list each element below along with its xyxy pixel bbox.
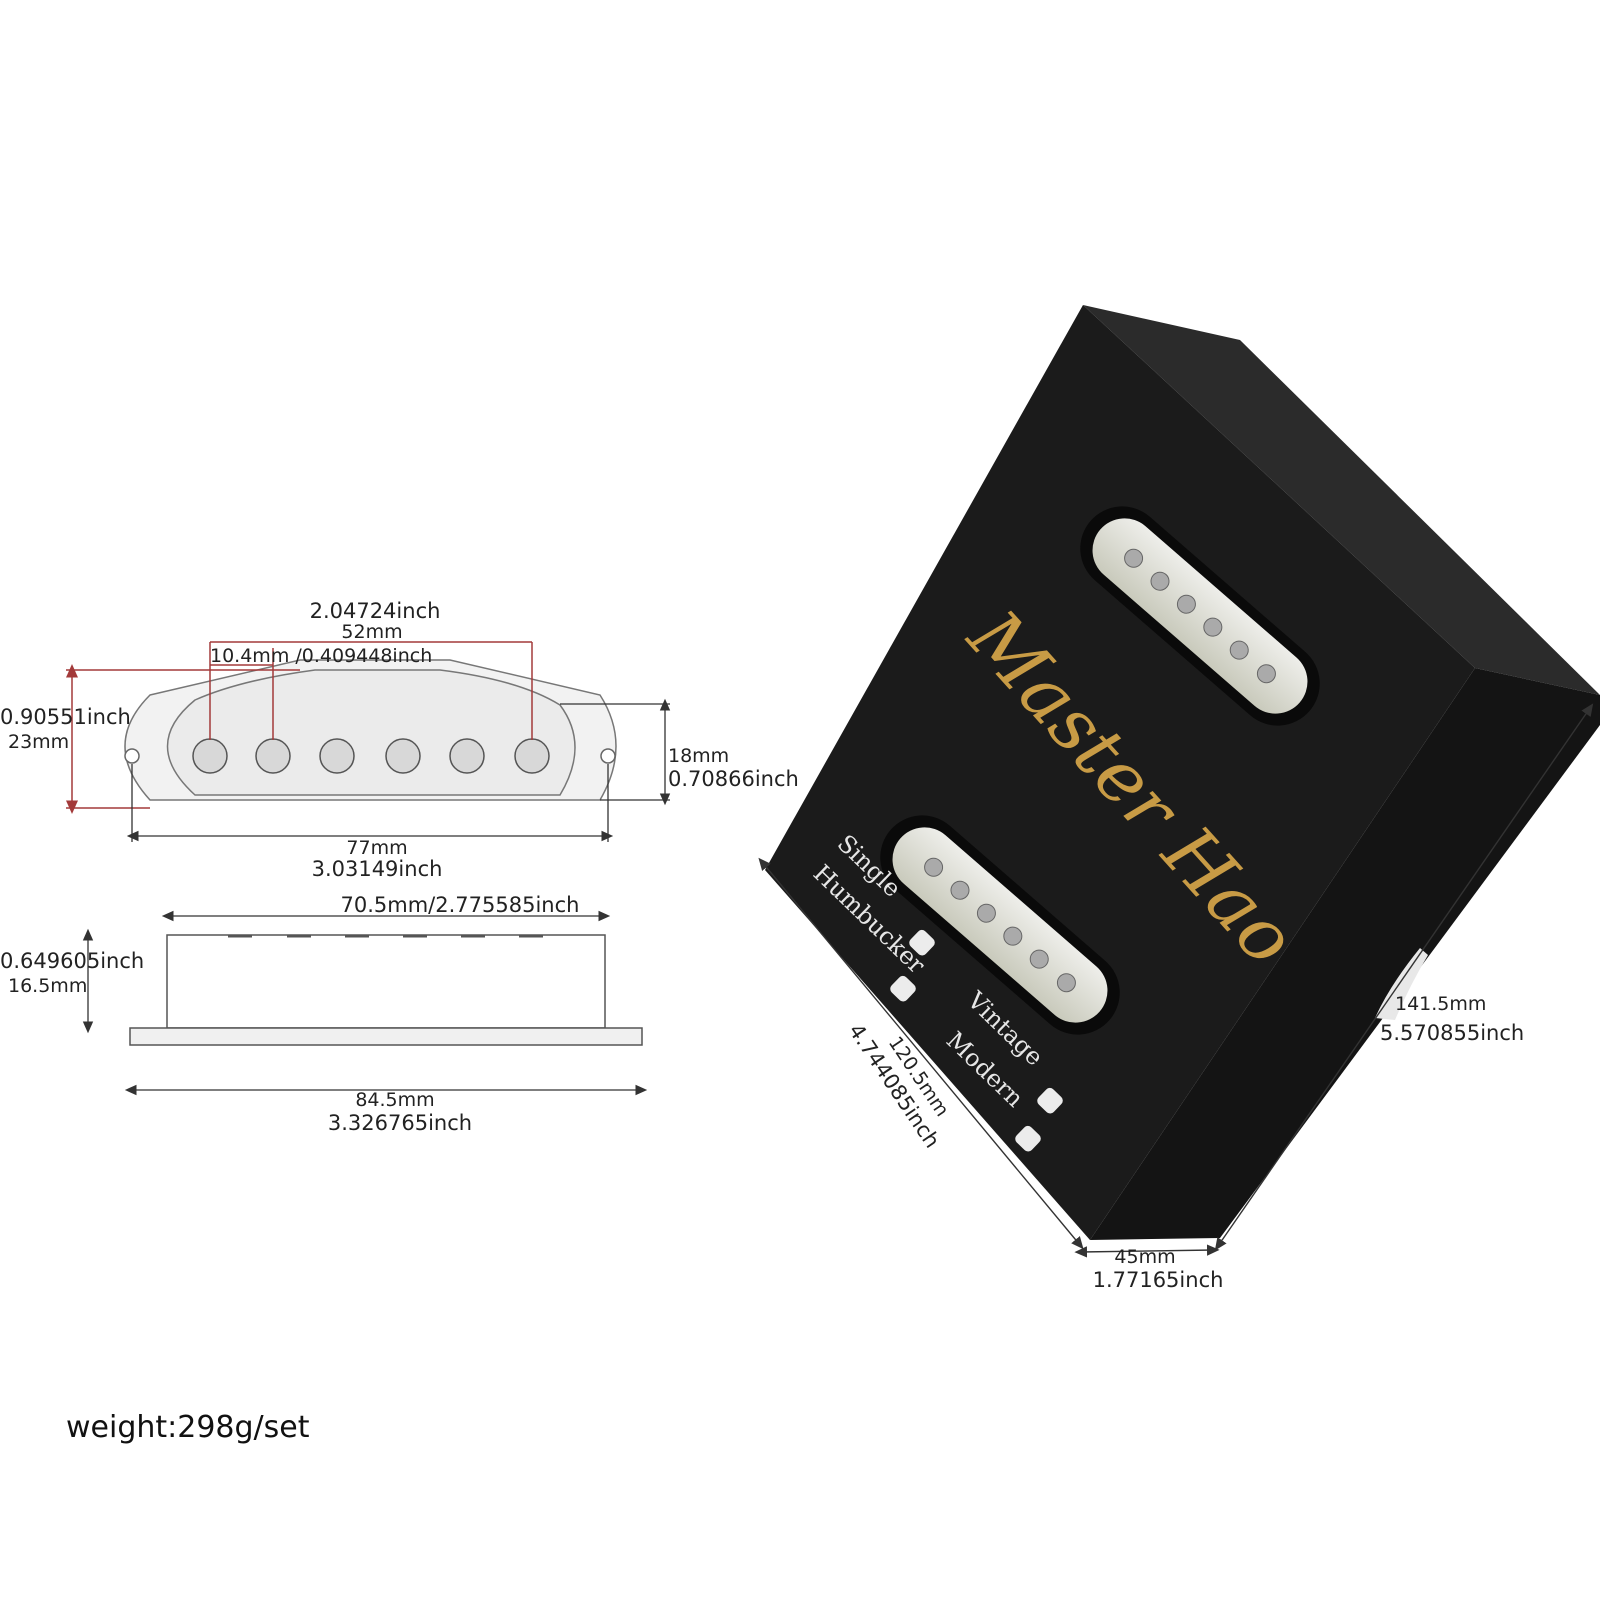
pickup-box: Master Hao Single Humbucker Vintage Mode… [758,305,1600,1292]
label-box-depth-inch: 1.77165inch [1093,1268,1224,1292]
label-18-inch: 0.70866inch [668,767,799,791]
label-16-mm: 16.5mm [8,975,87,997]
label-pole-spacing: 10.4mm /0.409448inch [210,645,432,667]
mount-hole-left [124,748,140,764]
pickup-top-view: 2.04724inch 52mm 10.4mm /0.409448inch 0.… [0,599,799,881]
label-84-inch: 3.326765inch [328,1111,472,1135]
label-box-width-mm: 141.5mm [1395,993,1486,1015]
pole-piece [255,738,291,774]
label-box-depth-mm: 45mm [1114,1246,1175,1268]
dimension-77mm [126,764,614,842]
dimension-23mm [66,664,300,814]
label-23-inch: 0.90551inch [0,705,131,729]
box-top-face [1083,305,1600,695]
label-18-mm: 18mm [668,745,729,767]
dimension-box-width [1214,703,1594,1251]
label-70-length: 70.5mm/2.775585inch [341,893,580,917]
pickup-side-view: 70.5mm/2.775585inch 0.649605inch 16.5mm … [0,893,648,1135]
label-52-mm: 52mm [341,621,402,643]
mount-hole-right [600,748,616,764]
pole-piece [319,738,355,774]
label-16-inch: 0.649605inch [0,949,144,973]
label-box-width-inch: 5.570855inch [1380,1021,1524,1045]
label-52-inch: 2.04724inch [310,599,441,623]
pickup-side-body [166,934,606,1029]
pole-piece [192,738,228,774]
pole-piece [514,738,550,774]
dimension-box-length [758,857,1084,1250]
pickup-side-base [129,1027,643,1046]
label-23-mm: 23mm [8,731,69,753]
pole-piece [449,738,485,774]
label-84-mm: 84.5mm [355,1089,434,1111]
label-77-inch: 3.03149inch [312,857,443,881]
weight-label: weight:298g/set [66,1410,310,1445]
dimension-52mm [209,641,533,740]
box-pickup-upper [1080,506,1320,726]
pickup-cover-outline [166,669,576,796]
dimension-pole-spacing [210,648,274,740]
label-77-mm: 77mm [346,837,407,859]
dimension-box-depth [1074,1244,1220,1258]
dimension-18mm [560,698,671,806]
pole-piece [385,738,421,774]
